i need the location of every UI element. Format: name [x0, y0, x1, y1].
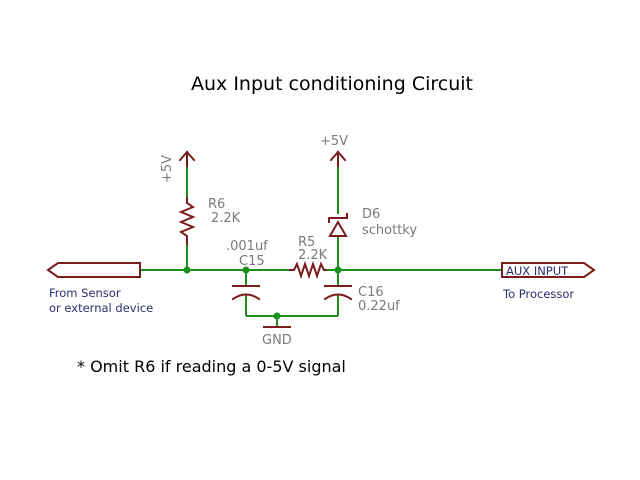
- junction-gnd: [273, 312, 281, 320]
- c15-name: C15: [239, 254, 265, 269]
- output-port-desc: To Processor: [502, 287, 574, 301]
- supply-arrow-left: [178, 150, 196, 167]
- c15-value: .001uf: [226, 239, 268, 254]
- input-port-symbol: [46, 262, 141, 278]
- capacitor-c16: [323, 285, 353, 301]
- r5-name: R5: [298, 235, 315, 250]
- r6-name: R6: [208, 197, 225, 212]
- input-port-line1: From Sensor: [49, 286, 121, 300]
- c16-value: 0.22uf: [358, 299, 400, 314]
- d6-value: schottky: [362, 223, 417, 238]
- output-port-name: AUX INPUT: [506, 264, 569, 278]
- wires: [140, 165, 502, 327]
- r5-value: 2.2K: [298, 248, 328, 263]
- d6-name: D6: [362, 207, 380, 222]
- c16-name: C16: [358, 285, 384, 300]
- gnd-label: GND: [262, 333, 292, 348]
- junction-r6: [183, 266, 191, 274]
- diode-d6: [328, 213, 348, 237]
- output-port-symbol: [501, 262, 596, 278]
- diagram-title: Aux Input conditioning Circuit: [191, 73, 473, 95]
- capacitor-c15: [231, 285, 261, 301]
- resistor-r6: [178, 197, 196, 245]
- supply-label-left: +5V: [160, 155, 175, 183]
- supply-label-right: +5V: [320, 134, 348, 149]
- input-port-line2: or external device: [49, 301, 153, 315]
- junction-d6-c16: [334, 266, 342, 274]
- footnote: * Omit R6 if reading a 0-5V signal: [77, 357, 346, 376]
- r6-value: 2.2K: [211, 211, 241, 226]
- supply-arrow-right: [329, 150, 347, 167]
- junction-c15: [242, 266, 250, 274]
- resistor-r5: [289, 260, 327, 280]
